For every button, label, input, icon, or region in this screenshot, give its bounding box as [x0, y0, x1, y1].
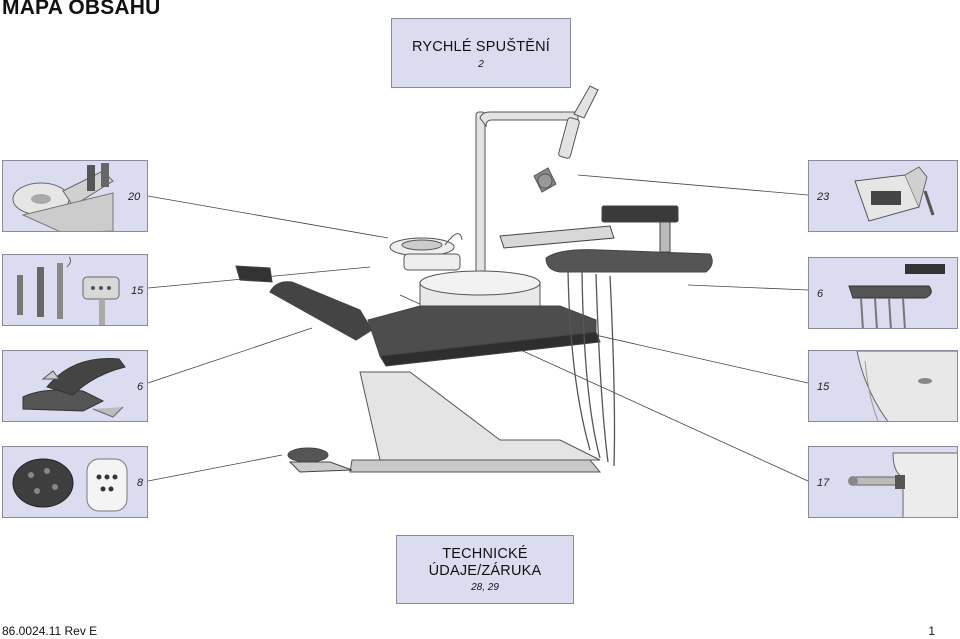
support-center-callout[interactable]: 15	[808, 350, 958, 422]
dental-light-callout[interactable]: 23	[808, 160, 958, 232]
callout-page-right-1: 23	[817, 191, 830, 203]
callout-page-left-4: 8	[137, 477, 144, 489]
seat	[367, 305, 601, 367]
backrest	[235, 265, 373, 341]
page-title: MAPA OBSAHU	[2, 0, 161, 19]
cuspidor	[389, 233, 463, 271]
cuspidor-icon	[12, 163, 114, 231]
quick-start-box[interactable]: RYCHLÉ SPUŠTĚNÍ 2	[391, 18, 571, 88]
page-number: 1	[928, 624, 935, 638]
delivery-unit-icon	[848, 264, 945, 328]
tech-data-title-line1: TECHNICKÉ	[442, 546, 528, 562]
dental-light-icon	[854, 166, 935, 222]
tech-data-box[interactable]: TECHNICKÉ ÚDAJE/ZÁRUKA 28, 29	[396, 535, 574, 604]
instrument-hoses	[567, 269, 616, 467]
callout-page-right-4: 17	[817, 477, 830, 489]
tech-data-page: 28, 29	[471, 582, 499, 593]
foot-control-icon	[12, 458, 128, 512]
delivery-unit	[499, 205, 713, 273]
callout-page-right-2: 6	[817, 288, 824, 300]
water-bottle-icon	[848, 452, 957, 517]
callout-page-left-3: 6	[137, 381, 144, 393]
support-center-icon	[856, 351, 957, 421]
callout-page-left-2: 15	[131, 285, 144, 297]
delivery-unit-callout[interactable]: 6	[808, 257, 958, 329]
tech-data-title-line2: ÚDAJE/ZÁRUKA	[428, 563, 542, 579]
quick-start-page: 2	[478, 59, 484, 70]
chair-icon	[22, 358, 126, 418]
document-code: 86.0024.11 Rev E	[2, 624, 98, 638]
cuspidor-callout[interactable]: 20	[2, 160, 148, 232]
quick-start-title: RYCHLÉ SPUŠTĚNÍ	[411, 39, 551, 55]
water-bottle-callout[interactable]: 17	[808, 446, 958, 518]
callout-page-right-3: 15	[817, 381, 830, 393]
assistant-instruments-icon	[17, 256, 120, 325]
foot-control-callout[interactable]: 8	[2, 446, 148, 518]
chair-base	[349, 270, 602, 473]
assistant-instruments-callout[interactable]: 15	[2, 254, 148, 326]
foot-control	[287, 447, 353, 473]
chair-callout[interactable]: 6	[2, 350, 148, 422]
callout-page-left-1: 20	[128, 191, 141, 203]
